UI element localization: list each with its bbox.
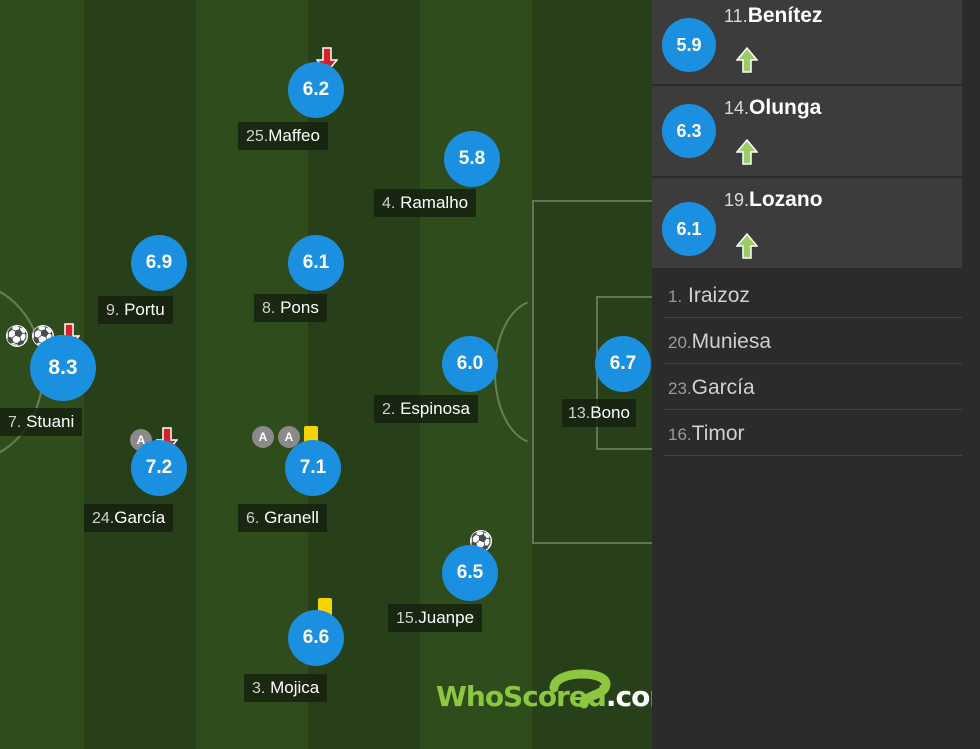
player-rating: 6.6 [288,610,344,666]
player-rating: 6.1 [288,235,344,291]
bench-name: Muniesa [691,330,772,353]
bench-label: 1. Iraizoz [668,284,750,308]
player-number: 2. [382,401,396,418]
pitch: 6.2 25.Maffeo 5.8 4. Ramalho 6.9 9. Port… [0,0,652,749]
player-number: 3. [252,680,266,697]
player-name-label: 3. Mojica [244,674,328,702]
bench-name: García [691,376,755,399]
player-number: 15. [396,610,419,627]
bench-number: 20. [668,333,692,352]
sub-number: 11. [724,6,748,26]
sub-name-label: 14.Olunga [724,96,821,120]
sub-name: Lozano [749,188,823,211]
player-number: 7. [8,414,22,431]
player-name: Juanpe [418,608,475,627]
bench-row[interactable]: 1. Iraizoz [664,272,962,318]
bench-name: Timor [691,422,745,445]
player-name: Bono [590,403,630,422]
player-name: Mojica [270,678,320,697]
bench-number: 1. [668,287,683,306]
player-rating: 7.2 [131,440,187,496]
player-name-label: 24.García [84,504,174,532]
sub-name-label: 19.Lozano [724,188,823,212]
penalty-box [532,200,652,544]
player-rating: 6.7 [595,336,651,392]
subbed-on-icon [736,138,758,165]
player-name: Maffeo [268,126,320,145]
bench-row[interactable]: 16.Timor [664,410,962,456]
subbed-on-icon [736,232,758,259]
player-name: Portu [124,300,165,319]
player-name-label: 2. Espinosa [374,395,479,423]
substitutes-panel: 5.9 11.Benítez 6.3 14.Olunga 6.1 19.Loza… [652,0,980,749]
logo-text: WhoScored.com [436,680,652,713]
bench-label: 16.Timor [668,422,745,446]
player-name: Granell [264,508,319,527]
sub-name: Benítez [747,4,823,27]
bench-number: 16. [668,425,692,444]
player-name-label: 13.Bono [562,399,636,427]
logo-suffix: .com [605,680,652,713]
sub-row[interactable]: 5.9 11.Benítez [652,0,962,85]
player-name: Stuani [26,412,75,431]
player-number: 8. [262,300,276,317]
player-number: 24. [92,510,115,527]
whoscored-logo: WhoScored.com [436,669,652,713]
sub-row[interactable]: 6.3 14.Olunga [652,86,962,177]
bench-label: 23.García [668,376,755,400]
goal-icon: ⚽ [5,325,29,347]
sub-number: 19. [724,190,750,210]
assist-icon: A [252,426,274,448]
player-name: García [114,508,166,527]
player-number: 13. [568,405,591,422]
sub-row[interactable]: 6.1 19.Lozano [652,178,962,269]
player-rating: 6.0 [442,336,498,392]
player-rating: 6.2 [288,62,344,118]
player-name-label: 6. Granell [238,504,327,532]
player-name-label: 7. Stuani [0,408,83,436]
player-name: Espinosa [400,399,471,418]
player-rating: 8.3 [30,335,96,401]
player-name: Ramalho [400,193,469,212]
player-name-label: 15.Juanpe [388,604,483,632]
player-number: 6. [246,510,260,527]
bench-name: Iraizoz [688,284,750,307]
player-name-label: 4. Ramalho [374,189,477,217]
player-name-label: 8. Pons [254,294,327,322]
player-rating: 6.9 [131,235,187,291]
bench-number: 23. [668,379,692,398]
player-number: 25. [246,128,269,145]
player-name: Pons [280,298,319,317]
question-mark-icon [549,669,611,709]
sub-number: 14. [724,98,750,118]
player-number: 9. [106,302,120,319]
subbed-on-icon [736,46,758,73]
player-number: 4. [382,195,396,212]
player-rating: 7.1 [285,440,341,496]
sub-name-label: 11.Benítez [724,4,822,28]
bench-row[interactable]: 20.Muniesa [664,318,962,364]
sub-rating: 6.1 [662,202,716,256]
sub-rating: 6.3 [662,104,716,158]
sub-name: Olunga [749,96,822,119]
sub-rating: 5.9 [662,18,716,72]
player-rating: 5.8 [444,131,500,187]
assist-icon: A [278,426,300,448]
player-name-label: 25.Maffeo [238,122,328,150]
logo-prefix: WhoScored [436,680,607,713]
player-name-label: 9. Portu [98,296,173,324]
player-rating: 6.5 [442,545,498,601]
bench-label: 20.Muniesa [668,330,771,354]
bench-row[interactable]: 23.García [664,364,962,410]
